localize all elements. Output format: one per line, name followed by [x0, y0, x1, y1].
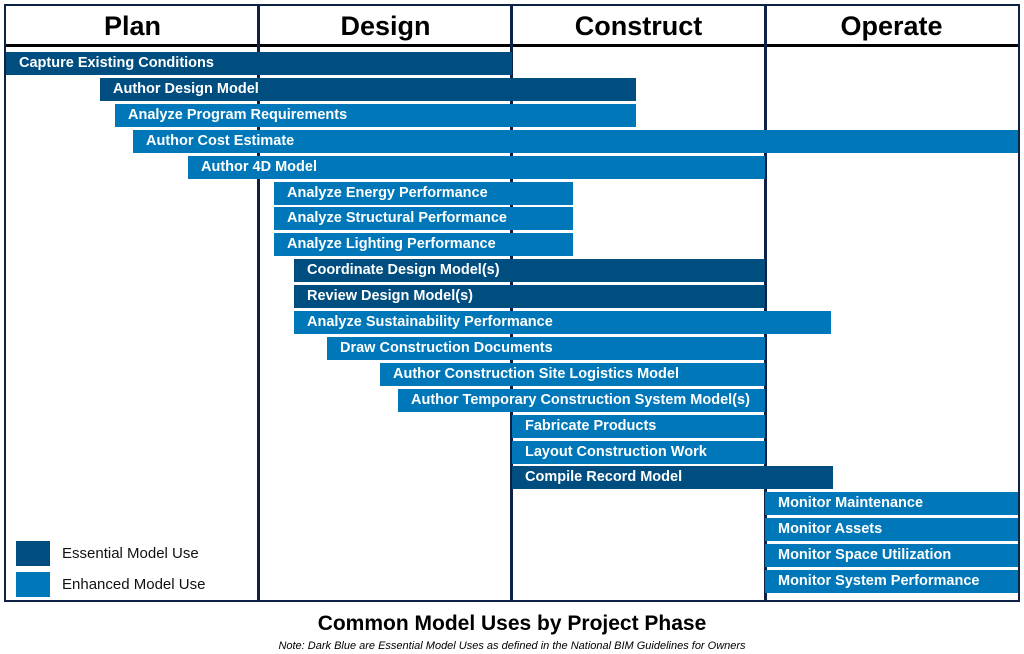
task-bar: Author Construction Site Logistics Model: [380, 362, 765, 386]
task-bar: Capture Existing Conditions: [6, 52, 512, 75]
legend-label-essential: Essential Model Use: [62, 545, 199, 562]
task-bar: Coordinate Design Model(s): [294, 259, 765, 283]
phase-header-operate: Operate: [840, 11, 943, 41]
task-bar: Analyze Energy Performance: [274, 181, 573, 205]
legend-swatch-enhanced: [16, 572, 50, 597]
chart-note: Note: Dark Blue are Essential Model Uses…: [278, 640, 746, 652]
task-bar: Monitor System Performance: [765, 570, 1018, 593]
task-bar: Review Design Model(s): [294, 285, 765, 309]
task-bar: Monitor Space Utilization: [765, 544, 1018, 568]
chart-title: Common Model Uses by Project Phase: [317, 612, 707, 635]
task-bar: Layout Construction Work: [512, 440, 765, 464]
legend-label-enhanced: Enhanced Model Use: [62, 576, 206, 593]
task-bar: Fabricate Products: [512, 414, 765, 438]
task-bar: Author Cost Estimate: [133, 129, 1018, 153]
phase-divider: [764, 6, 767, 600]
task-bar: Author 4D Model: [188, 155, 765, 179]
gantt-chart: Plan Design Construct Operate Capture Ex…: [4, 4, 1020, 602]
task-bar: Monitor Maintenance: [765, 492, 1018, 516]
task-bar: Analyze Sustainability Performance: [294, 311, 831, 334]
legend-swatch-essential: [16, 541, 50, 566]
task-bar: Analyze Lighting Performance: [274, 233, 573, 257]
task-bar: Compile Record Model: [512, 466, 833, 490]
phase-header-construct: Construct: [574, 11, 703, 41]
phase-header-plan: Plan: [103, 11, 162, 41]
task-bar: Analyze Program Requirements: [115, 103, 636, 127]
task-bar: Author Temporary Construction System Mod…: [398, 388, 765, 412]
task-bar: Draw Construction Documents: [327, 336, 765, 360]
task-bar: Author Design Model: [100, 77, 636, 101]
task-bar: Monitor Assets: [765, 518, 1018, 542]
phase-header-design: Design: [340, 11, 431, 41]
phase-divider: [257, 6, 260, 600]
task-bar: Analyze Structural Performance: [274, 207, 573, 231]
